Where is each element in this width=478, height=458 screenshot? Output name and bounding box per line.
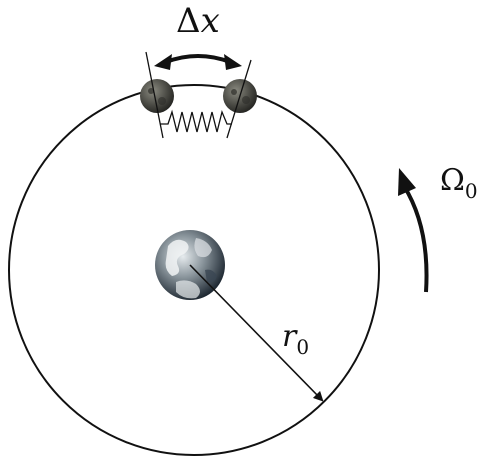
rotation-arrow	[402, 184, 429, 293]
rotation-arrow-head	[398, 168, 416, 196]
separation-label: Δx	[176, 1, 220, 41]
spring-icon	[160, 109, 232, 133]
separation-arrow-head-left	[154, 54, 172, 70]
right-rod	[226, 59, 252, 139]
separation-arrow	[165, 54, 231, 64]
left-mass-icon	[140, 79, 174, 113]
radius-label: r0	[282, 319, 309, 359]
radius-arrow	[189, 264, 324, 402]
angular-velocity-label: Ω0	[440, 163, 478, 203]
separation-arrow-head-right	[224, 54, 242, 70]
orbit-circle	[8, 84, 380, 456]
